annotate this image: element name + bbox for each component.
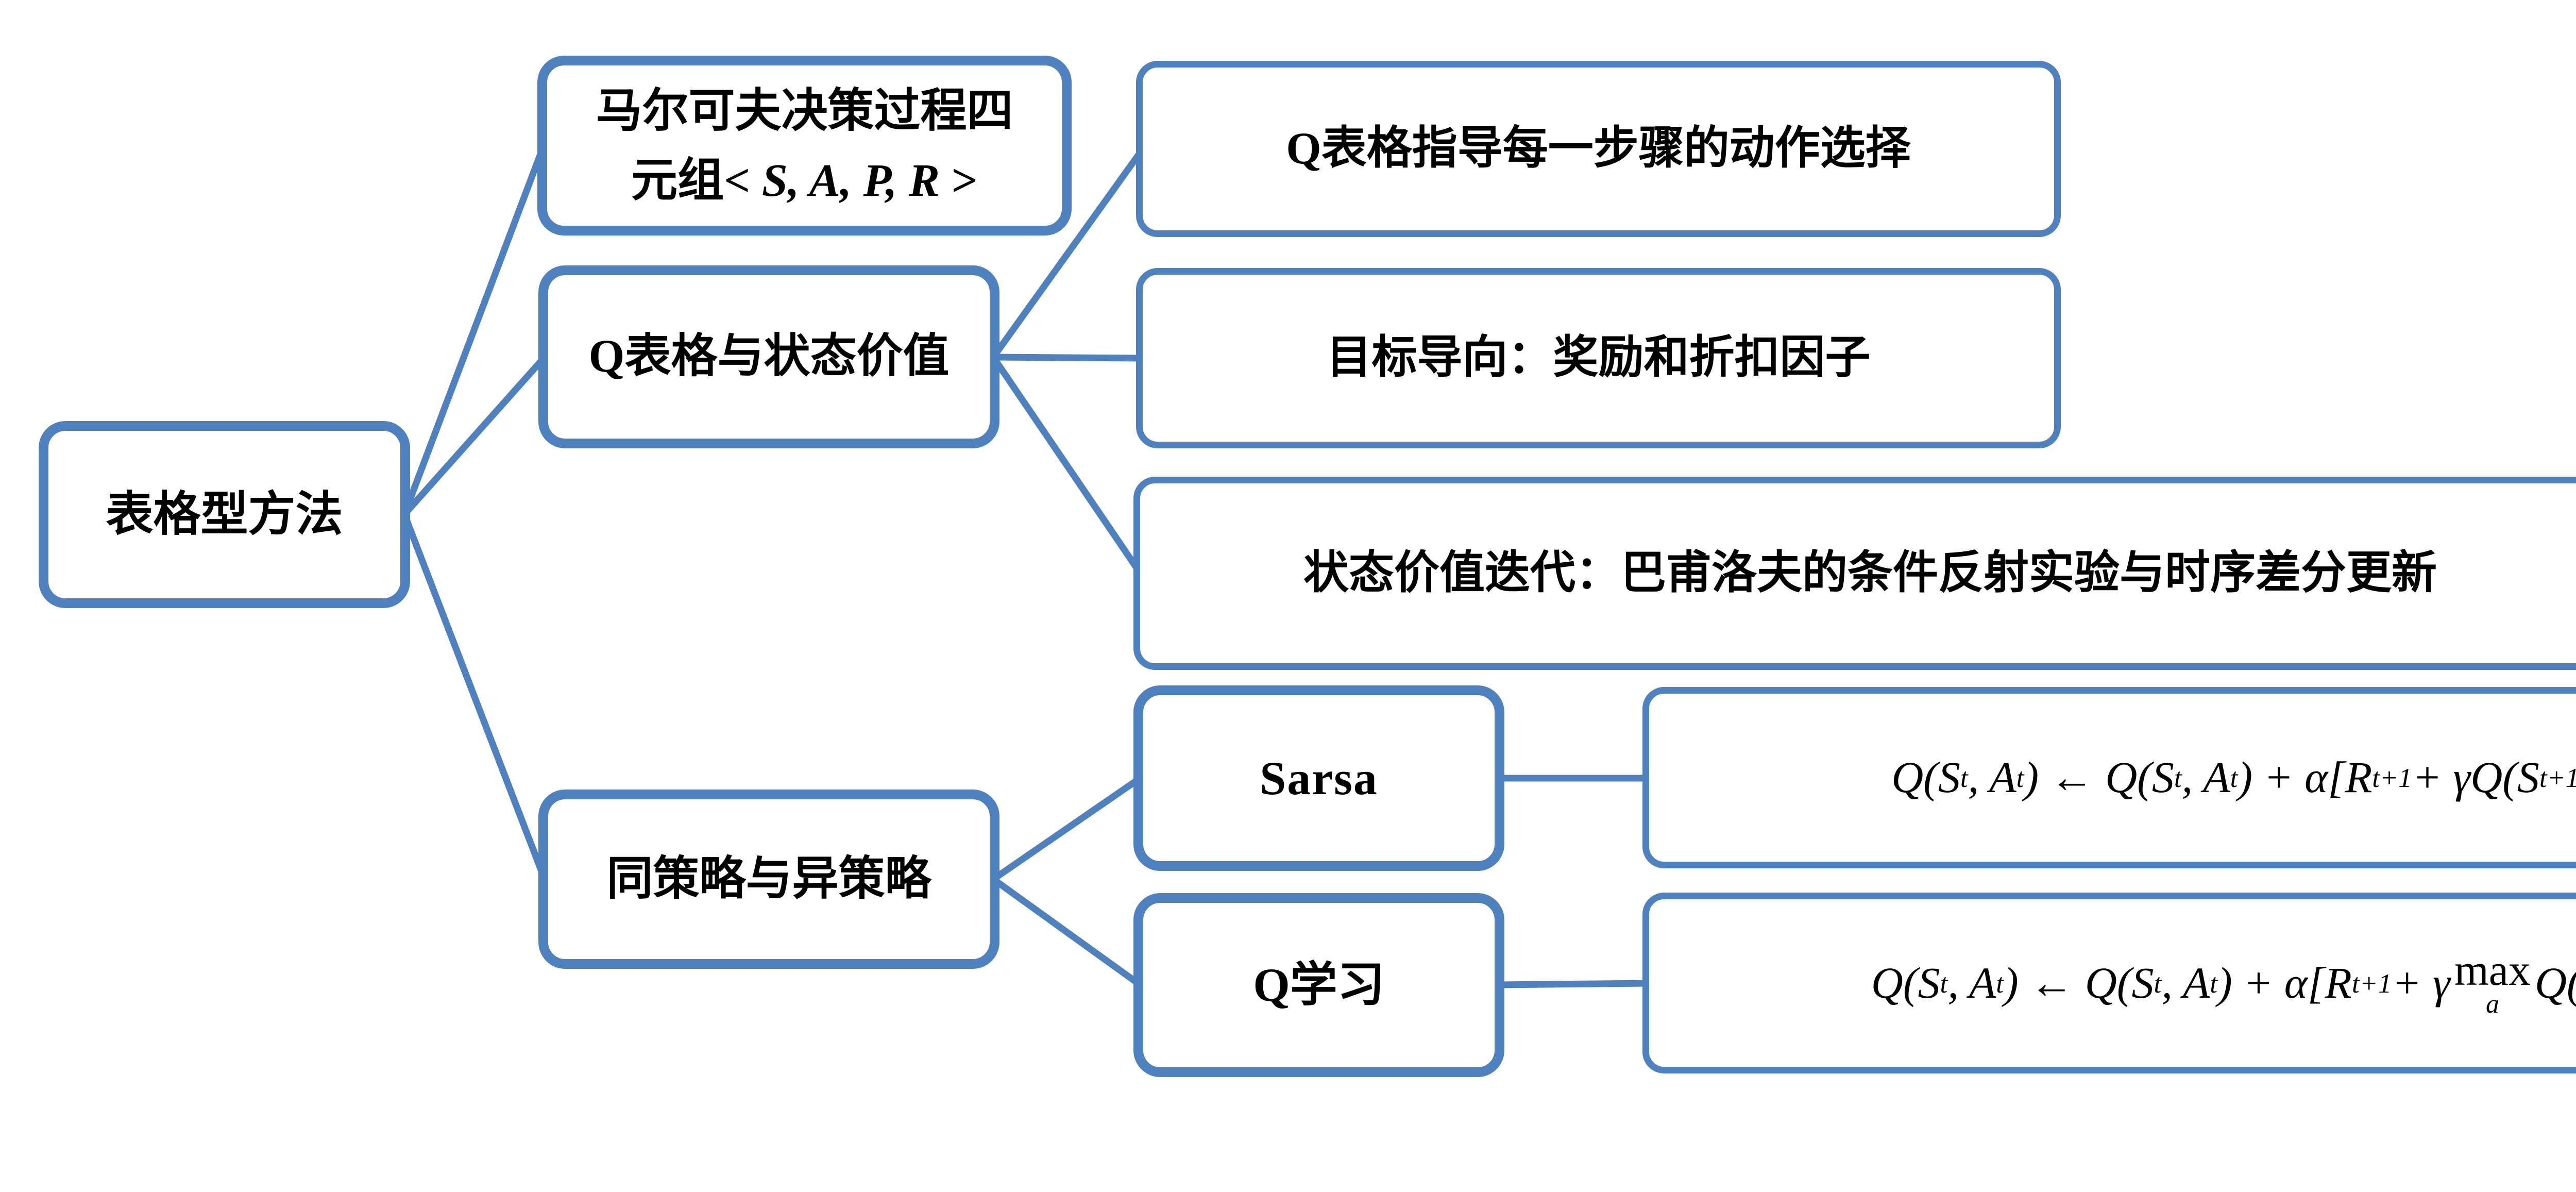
node-q-learning: Q学习 [1133,893,1504,1077]
node-label: 同策略与异策略 [606,853,931,904]
node-sarsa: Sarsa [1133,685,1504,871]
node-label: Q学习 [1253,959,1385,1011]
node-label: Q表格与状态价值 [588,331,950,382]
connector-root-to-mdp-tuple [401,144,547,516]
node-label: Sarsa [1260,751,1378,804]
node-state-value-iteration: 状态价值迭代：巴甫洛夫的条件反射实验与时序差分更新 [1133,477,2576,670]
connector-root-to-q-table [402,355,547,517]
connector-policy-to-sarsa [991,775,1142,882]
node-q-table-guides-actions: Q表格指导每一步骤的动作选择 [1136,61,2061,237]
node-label: Q表格指导每一步骤的动作选择 [1286,124,1911,174]
connector-q-table-to-value-iter [990,355,1143,575]
node-goal-oriented-reward-discount: 目标导向：奖励和折扣因子 [1136,268,2061,448]
node-q-table-state-value: Q表格与状态价值 [538,265,999,448]
connector-q-table-to-q-guide [990,147,1146,359]
node-tabular-methods: 表格型方法 [39,421,410,608]
node-mdp-tuple: 马尔可夫决策过程四 元组< S, A, P, R > [537,56,1072,236]
connector-q-learning-to-formula [1498,980,1649,988]
node-label: 表格型方法 [106,488,343,541]
connector-root-to-policy [401,513,548,881]
node-label: 目标导向：奖励和折扣因子 [1326,333,1871,383]
connector-policy-to-q-learning [991,876,1142,988]
node-on-policy-off-policy: 同策略与异策略 [538,790,999,969]
connector-q-table-to-goal [993,354,1143,362]
node-label: 马尔可夫决策过程四 元组< S, A, P, R > [596,85,1013,206]
node-label: 状态价值迭代：巴甫洛夫的条件反射实验与时序差分更新 [1303,548,2437,598]
